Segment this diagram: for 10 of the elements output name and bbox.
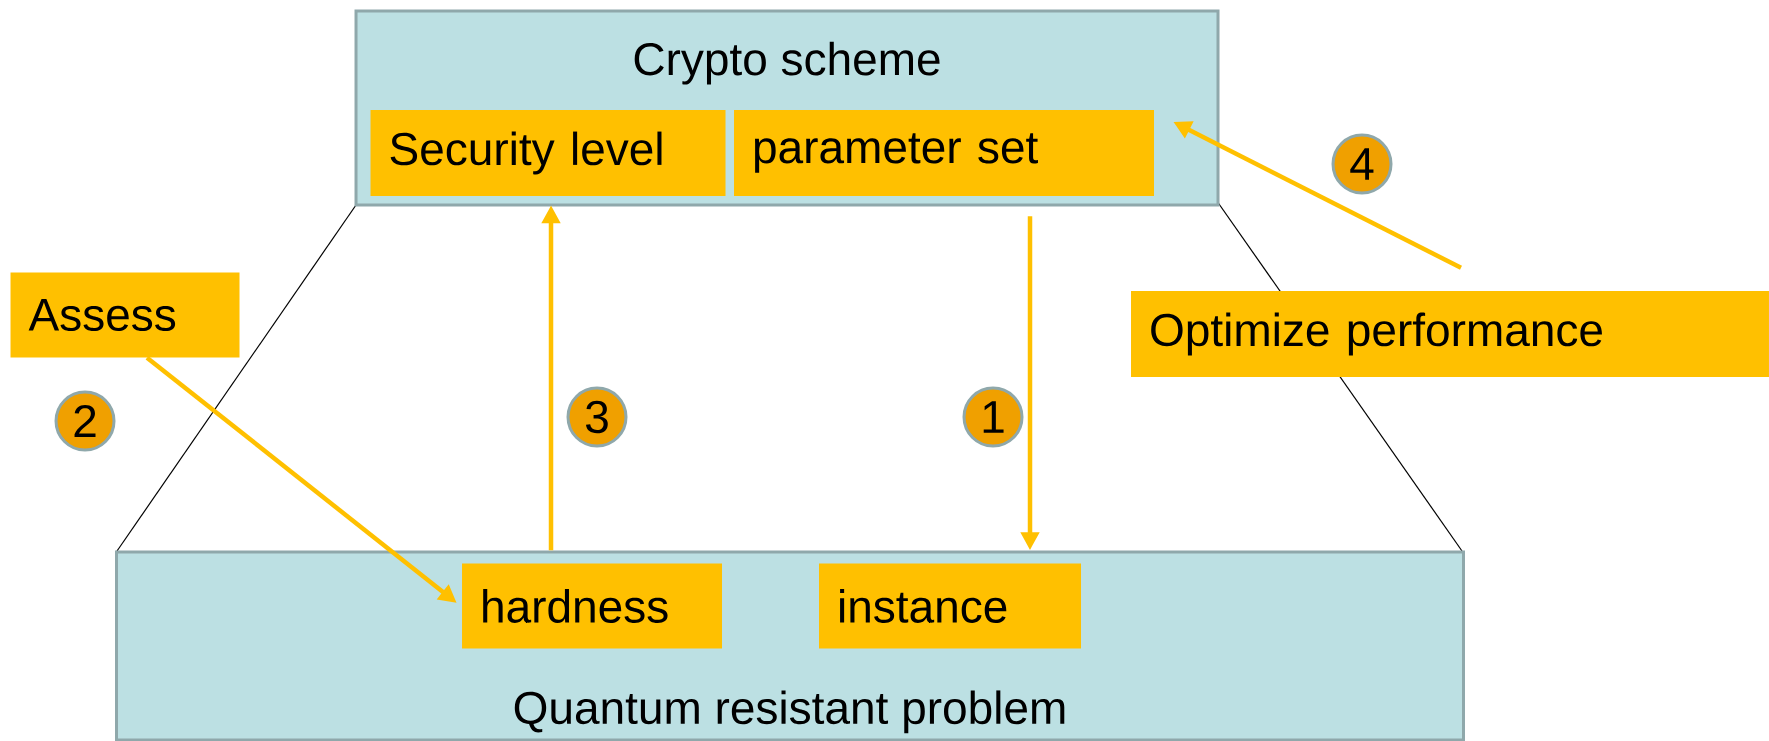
step-number: 1 — [962, 386, 1024, 448]
step-number: 3 — [566, 386, 628, 448]
label-box: parameter set — [734, 110, 1154, 196]
label-box: Optimize performance — [1131, 291, 1769, 377]
step-number: 2 — [54, 390, 116, 452]
step-number: 4 — [1331, 133, 1393, 195]
label-box: hardness — [462, 563, 722, 649]
label-box: instance — [819, 563, 1081, 649]
label-box: Assess — [10, 272, 240, 358]
label-box: Security level — [370, 110, 726, 196]
